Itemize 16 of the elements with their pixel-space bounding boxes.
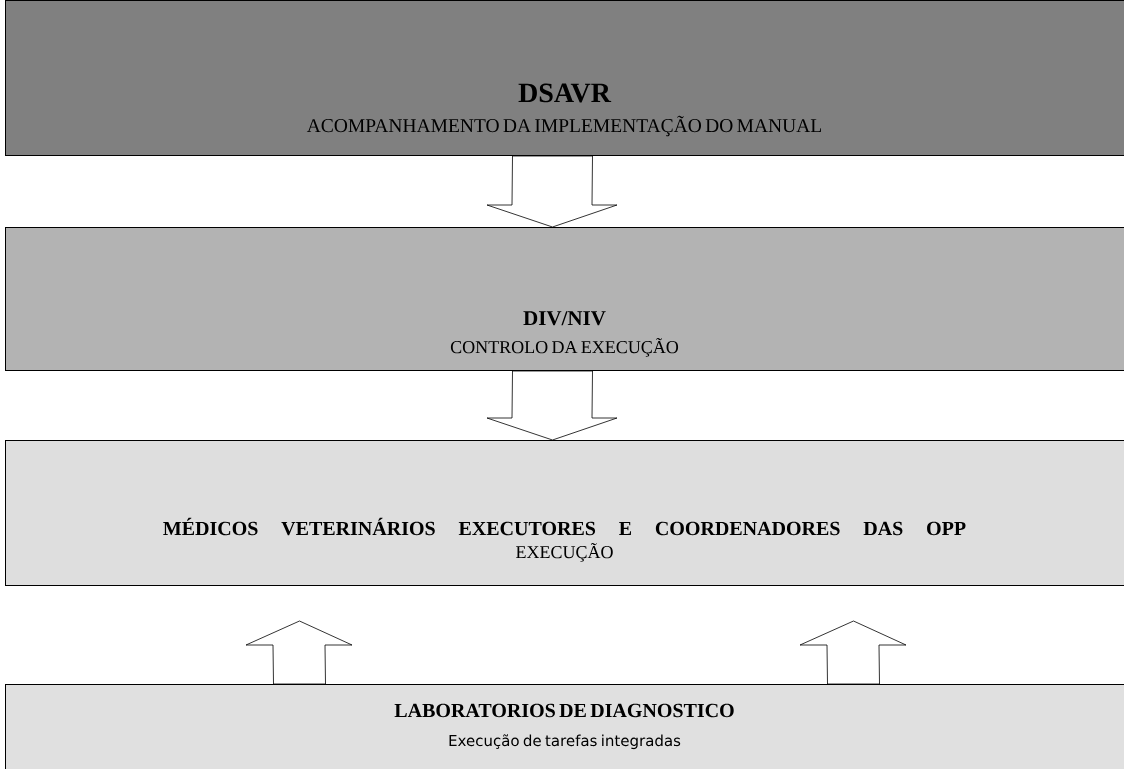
- box-text: MÉDICOS VETERINÁRIOS EXECUTORES E COORDENADORES DAS OPP: [163, 517, 966, 536]
- box-text: DSAVR: [518, 83, 612, 103]
- box-text: LABORATORIOS DE DIAGNOSTICO: [394, 703, 734, 718]
- process-box: [5, 0, 1124, 156]
- box-text: DIV/NIV: [523, 311, 606, 326]
- process-box: [5, 227, 1124, 371]
- box-text: EXECUÇÃO: [516, 542, 613, 562]
- process-box: [5, 684, 1124, 769]
- box-text: ACOMPANHAMENTO DA IMPLEMENTAÇÃO DO MANUAL: [306, 115, 821, 137]
- block-arrow: [486, 370, 618, 441]
- box-text: CONTROLO DA EXECUÇÃO: [450, 337, 679, 357]
- block-arrow: [799, 620, 907, 685]
- block-arrow: [486, 155, 618, 228]
- box-text: Execução de tarefas integradas: [449, 734, 681, 750]
- block-arrow: [245, 620, 353, 685]
- process-box: [5, 440, 1124, 586]
